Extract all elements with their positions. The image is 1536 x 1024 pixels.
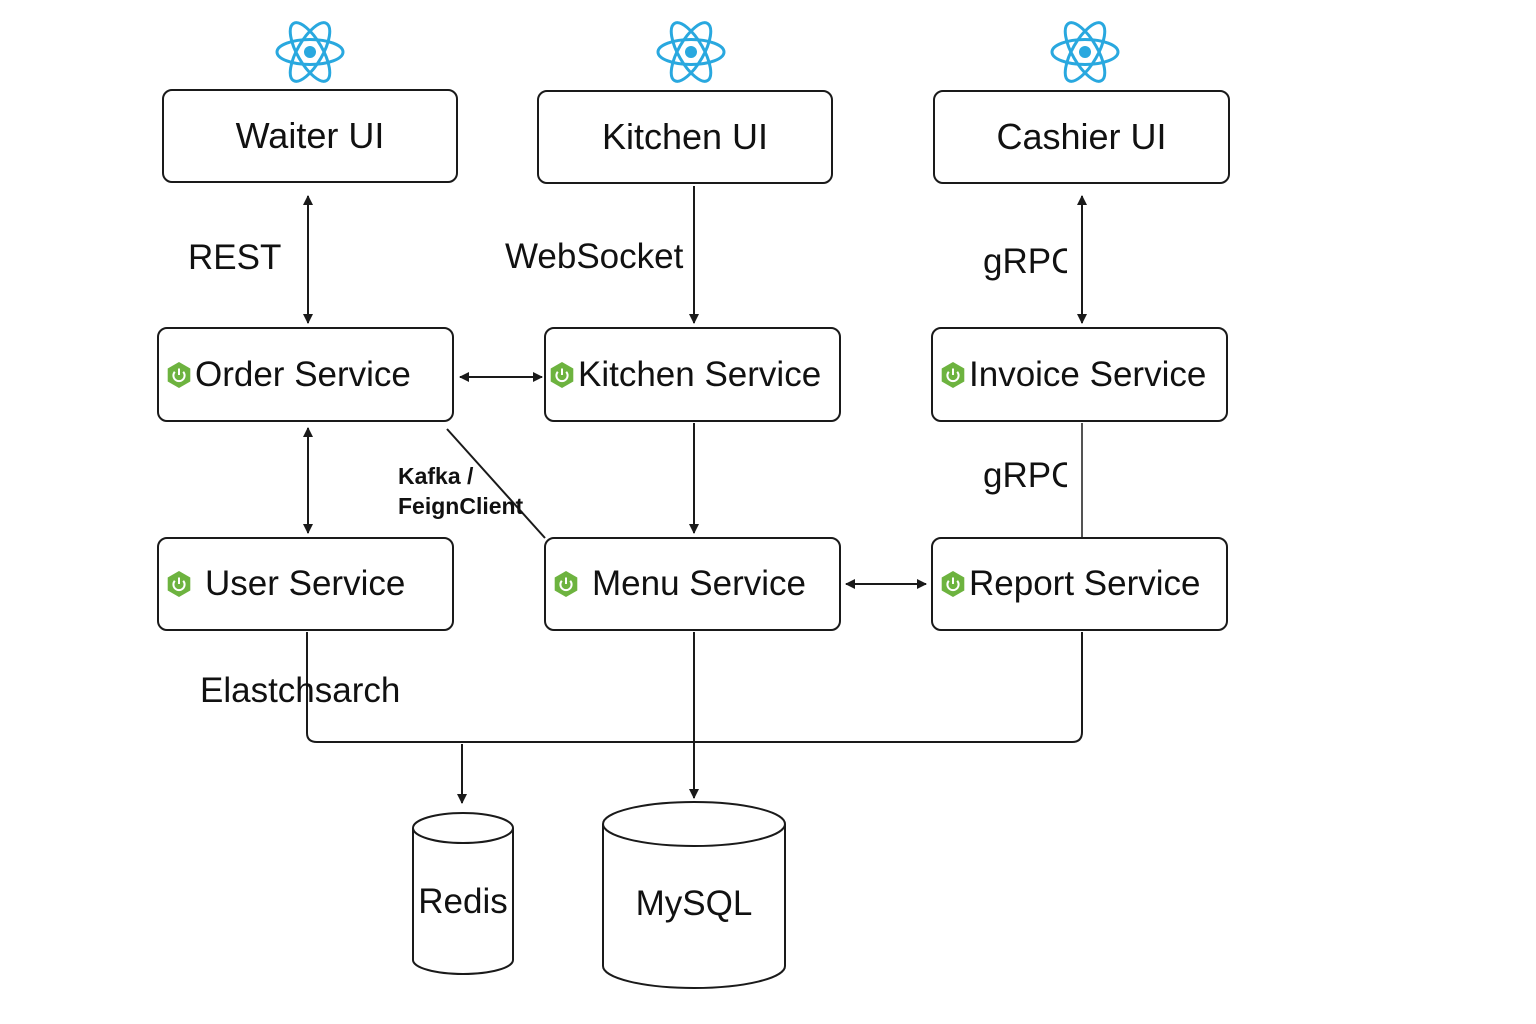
mysql-cylinder [602, 801, 786, 989]
kitchen-service-label: Kitchen Service [578, 354, 822, 394]
order-service-label: Order Service [195, 354, 411, 394]
report-service-box: Report Service [931, 537, 1228, 631]
kafka-label-line2: FeignClient [398, 493, 524, 519]
grpc-top-label: gRPC [983, 242, 1067, 281]
kitchen-ui-label: Kitchen UI [601, 116, 769, 157]
redis-label: Redis [418, 882, 508, 921]
invoice-service-box: Invoice Service [931, 327, 1228, 422]
order-service-box: Order Service [157, 327, 454, 422]
waiter-ui-box: Waiter UI [162, 89, 458, 183]
user-service-box: User Service [157, 537, 454, 631]
react-icon [1050, 21, 1120, 83]
kafka-label-line1: Kafka / [398, 463, 474, 489]
menu-service-box: Menu Service [544, 537, 841, 631]
cashier-ui-box: Cashier UI [933, 90, 1230, 184]
react-icon [656, 21, 726, 83]
elasticsearch-label: Elastchsarch [200, 671, 401, 710]
edge-order-menu-kafka [446, 428, 546, 539]
rest-label: REST [188, 238, 282, 277]
websocket-label: WebSocket [505, 237, 684, 276]
spring-boot-icon [554, 571, 578, 597]
redis-cylinder [412, 812, 514, 975]
invoice-service-label: Invoice Service [969, 354, 1207, 394]
spring-boot-icon [941, 361, 965, 388]
spring-boot-icon [167, 361, 191, 388]
user-service-label: User Service [205, 564, 406, 603]
react-icon [275, 21, 345, 83]
kitchen-ui-box: Kitchen UI [537, 90, 833, 184]
report-service-label: Report Service [969, 564, 1201, 603]
mysql-label: MySQL [635, 884, 753, 923]
menu-service-label: Menu Service [592, 564, 806, 603]
spring-boot-icon [167, 571, 191, 597]
cashier-ui-label: Cashier UI [996, 116, 1167, 157]
kitchen-service-box: Kitchen Service [544, 327, 841, 422]
spring-boot-icon [550, 361, 574, 388]
waiter-ui-label: Waiter UI [235, 115, 385, 156]
spring-boot-icon [941, 571, 965, 597]
grpc-mid-label: gRPC [983, 456, 1067, 495]
